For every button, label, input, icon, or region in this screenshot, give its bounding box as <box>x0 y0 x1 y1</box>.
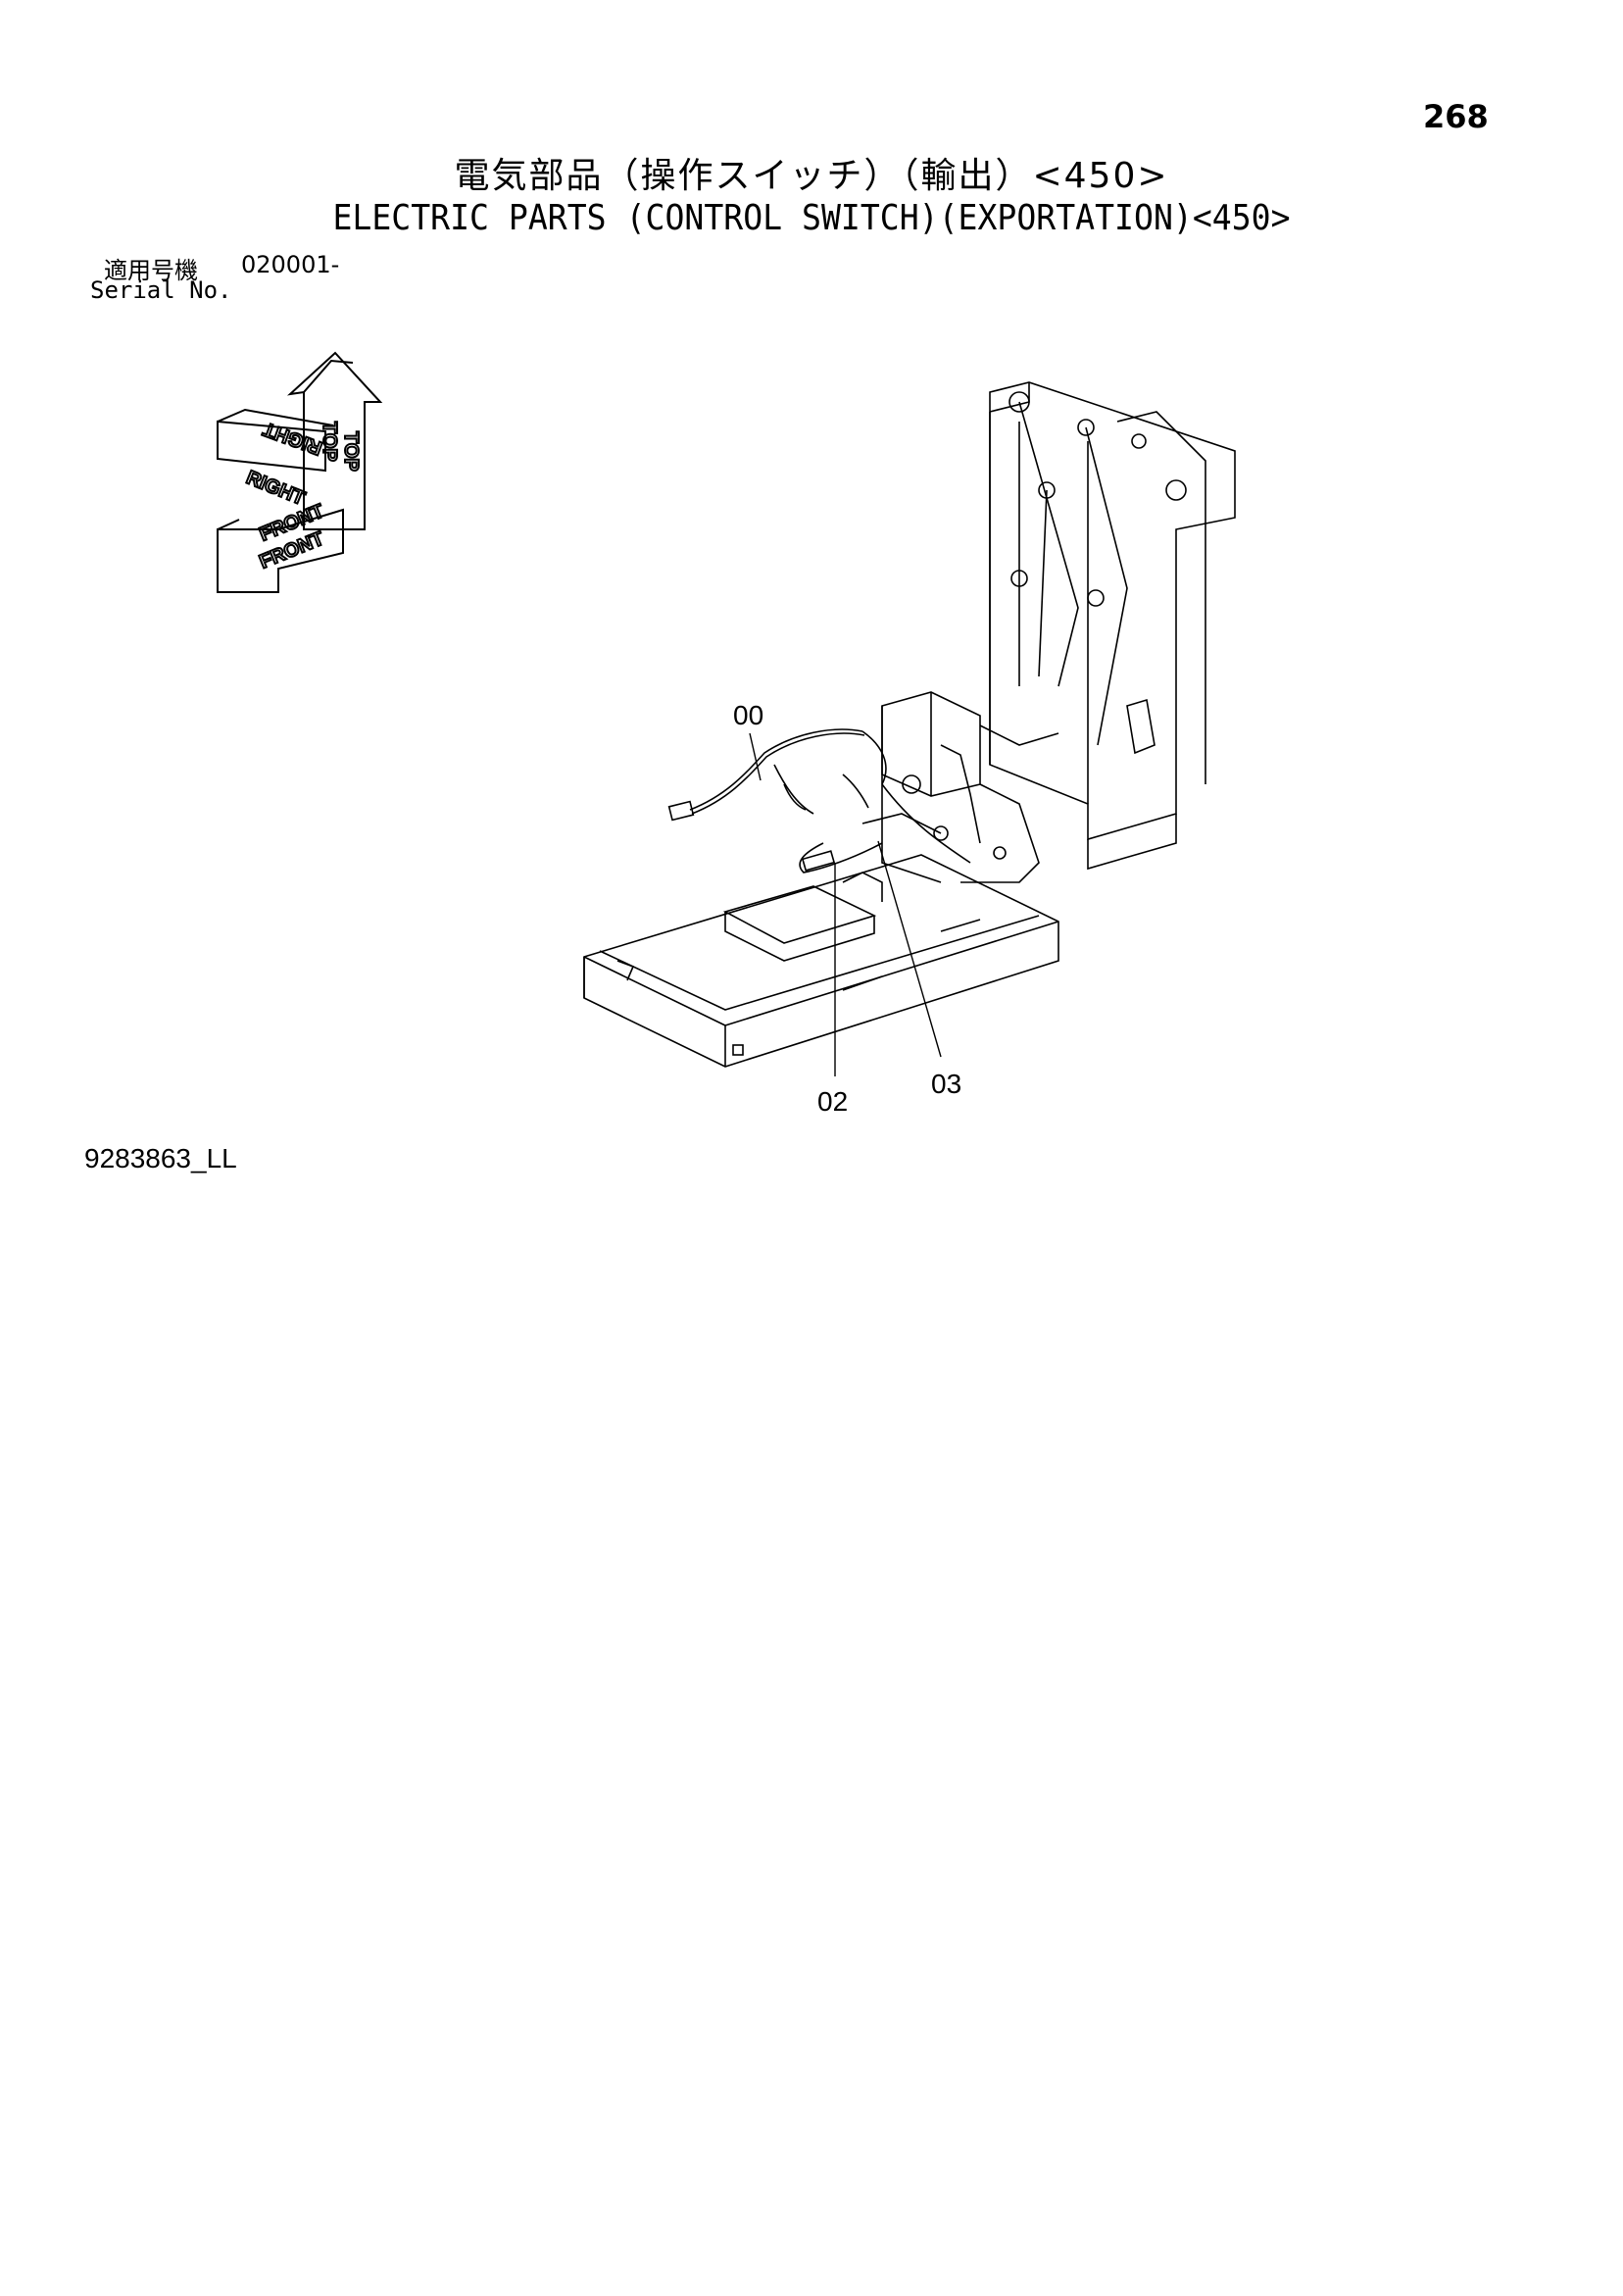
top-label-shadow: TOP <box>340 431 362 472</box>
right-arrow-shape <box>217 420 326 473</box>
wire-harness-drawing <box>667 728 971 873</box>
callout-leaders <box>749 732 942 1076</box>
top-arrow-shape <box>286 351 383 530</box>
page-title-english: ELECTRIC PARTS (CONTROL SWITCH)(EXPORTAT… <box>332 198 1291 238</box>
serial-label-english: Serial No. <box>90 276 232 304</box>
orientation-indicator: TOP TOP RIGHT RIGHT FRONT FRONT <box>217 351 383 593</box>
right-label: RIGHT <box>243 467 308 510</box>
drawing-code: 9283863_LL <box>84 1143 237 1173</box>
leader-03 <box>877 840 942 1058</box>
right-label-mirror: RIGHT <box>261 418 325 459</box>
top-label: TOP <box>319 422 340 462</box>
callout-00: 00 <box>733 700 764 730</box>
callout-03: 03 <box>931 1069 962 1099</box>
callout-02: 02 <box>817 1086 849 1117</box>
serial-label-japanese: 適用号機 <box>104 257 198 284</box>
front-arrow-shape <box>217 508 344 593</box>
machine-frame-drawing <box>583 381 1236 1068</box>
page-number: 268 <box>1423 98 1489 135</box>
leader-00 <box>749 732 762 781</box>
page-title-japanese: 電気部品（操作スイッチ）（輸出）<450> <box>454 156 1169 196</box>
serial-range: 020001- <box>241 251 340 278</box>
